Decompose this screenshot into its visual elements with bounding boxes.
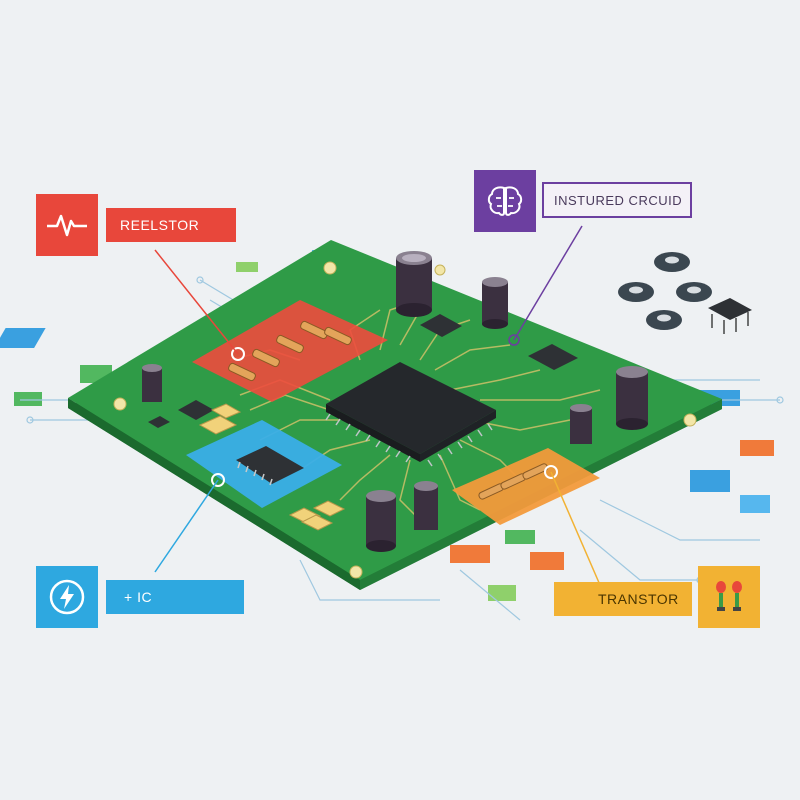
integrated-callout-icon-box <box>474 170 536 232</box>
integrated-callout-label-box: INSTURED CRCUID <box>542 182 692 218</box>
resistor-zone <box>192 300 388 402</box>
transistor-callout-label-box: TRANSTOR <box>554 582 692 616</box>
small-ic-chip <box>236 446 304 486</box>
small-chips <box>148 314 578 428</box>
transistor-pin-marker <box>544 465 558 479</box>
resistor-array <box>228 320 352 382</box>
ic-callout-label: + IC <box>124 589 153 605</box>
transistor-callout-icon-box <box>698 566 760 628</box>
transistor-callout-label: TRANSTOR <box>598 591 679 607</box>
resistor-callout-label-box: REELSTOR <box>106 208 236 242</box>
brain-icon <box>487 186 523 216</box>
integrated-callout-label: INSTURED CRCUID <box>554 192 683 208</box>
mounting-holes <box>113 261 697 579</box>
capacitors <box>142 251 648 552</box>
ic-callout-label-box: + IC <box>106 580 244 614</box>
transistor-resistors <box>478 463 548 500</box>
led-icon <box>716 581 742 611</box>
ic-pin-marker <box>211 473 225 487</box>
resistor-callout-label: REELSTOR <box>120 217 200 233</box>
leader-lines <box>154 225 601 586</box>
yellow-components <box>198 403 346 531</box>
ic-callout-icon-box <box>36 566 98 628</box>
resistor-pin-marker <box>231 347 245 361</box>
main-processor-chip <box>325 362 496 467</box>
lightning-icon <box>49 579 85 615</box>
transistor-zone <box>452 448 600 525</box>
resistor-callout-icon-box <box>36 194 98 256</box>
waveform-icon <box>47 214 87 237</box>
loose-washers <box>618 252 712 330</box>
loose-dip-chip <box>708 298 752 334</box>
